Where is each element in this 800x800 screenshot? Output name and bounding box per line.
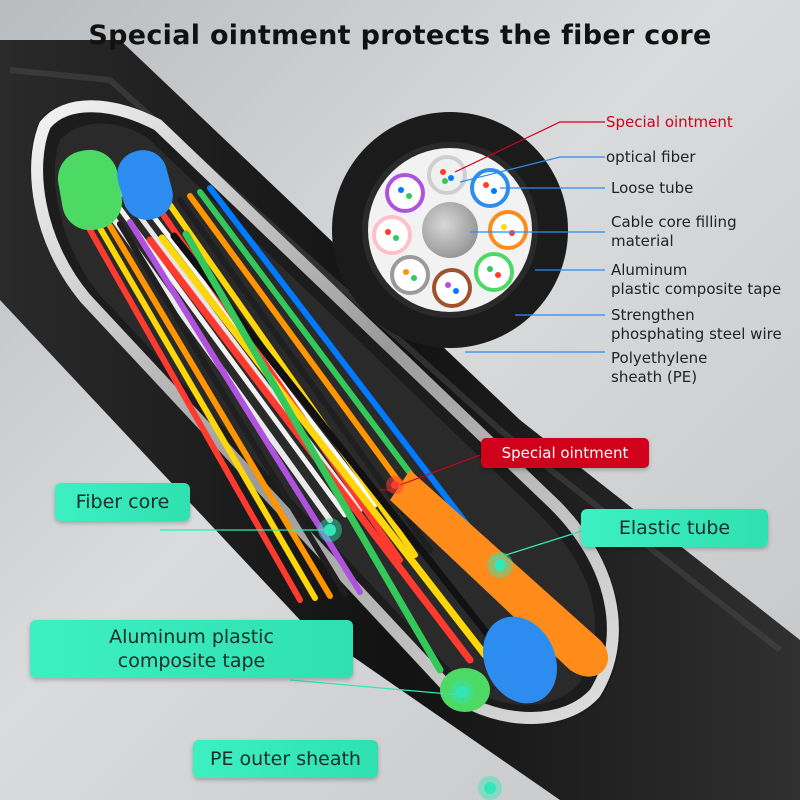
callout-pe-outer-sheath: PE outer sheath [193,740,378,778]
label-loose-tube: Loose tube [611,179,694,197]
label-steel-line2: phosphating steel wire [611,325,782,343]
callout-pe-outer-sheath-text: PE outer sheath [210,748,361,770]
callout-special-ointment: Special ointment [481,438,649,468]
callout-markers [318,476,513,800]
callout-fiber-core: Fiber core [55,483,190,521]
label-optical-fiber: optical fiber [606,148,696,166]
callout-leaders [160,454,586,696]
callout-aluminum-tape: Aluminum plastic composite tape [30,620,353,678]
callout-aluminum-tape-line1: Aluminum plastic [109,626,274,648]
label-special-ointment: Special ointment [606,113,733,131]
label-aluminum-line2: plastic composite tape [611,280,782,298]
label-filling-line2: material [611,232,674,250]
label-pe-line2: sheath (PE) [611,368,698,386]
label-filling-line1: Cable core filling [611,213,737,231]
fiber-bundles [57,149,609,712]
label-pe-line1: Polyethylene [611,349,708,367]
callout-elastic-tube: Elastic tube [581,509,768,547]
label-steel-line1: Strengthen [611,306,695,324]
label-aluminum-line1: Aluminum [611,261,688,279]
callout-fiber-core-text: Fiber core [75,491,170,513]
cross-section [332,112,568,348]
cross-section-leaders [454,121,605,353]
callout-special-ointment-text: Special ointment [501,444,629,462]
page-title: Special ointment protects the fiber core [88,20,712,51]
callout-aluminum-tape-line2: composite tape [117,650,266,672]
callout-elastic-tube-text: Elastic tube [618,517,731,539]
